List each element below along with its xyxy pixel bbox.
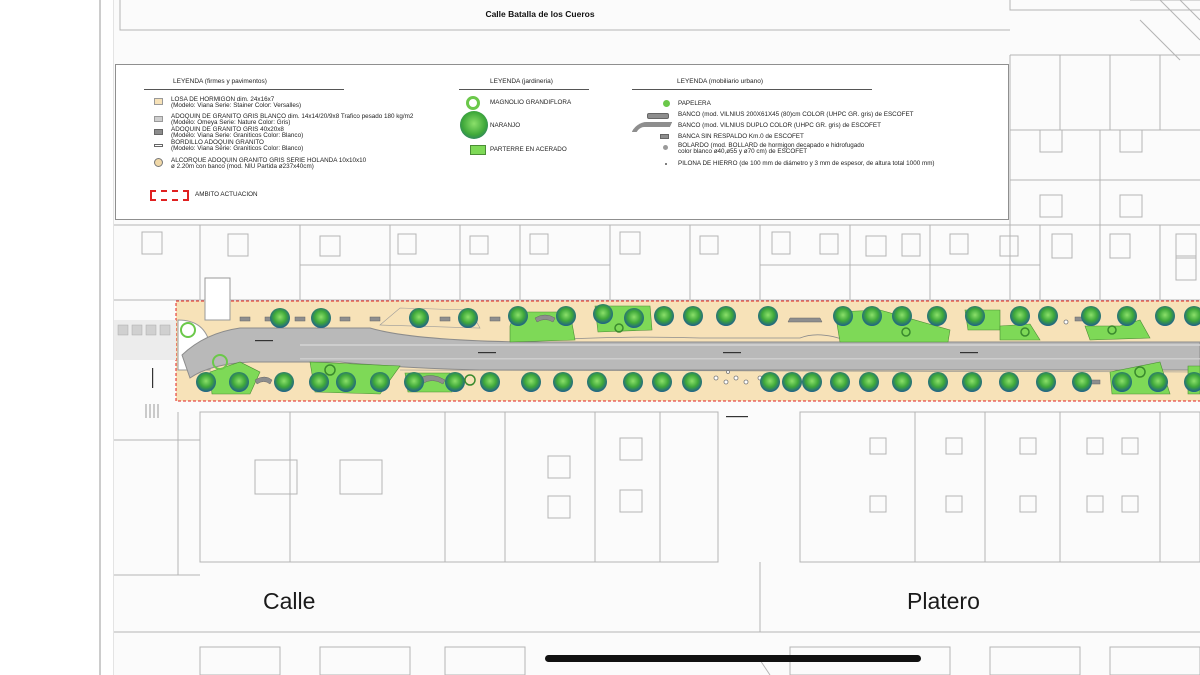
- legend-mobiliario-item-4: BANCA SIN RESPALDO Km.0 de ESCOFET: [678, 133, 804, 140]
- legend-jardineria-rule: [459, 89, 589, 90]
- legend-firmes-title: LEYENDA (firmes y pavimentos): [173, 78, 267, 85]
- legend-mobiliario-rule: [632, 89, 872, 90]
- legend-mobiliario-item-2: BANCO (mod. VILNIUS 200X61X45 (80)cm COL…: [678, 111, 914, 118]
- swatch-adoquin-gris: [154, 129, 163, 135]
- swatch-losa-hormigon: [154, 98, 163, 105]
- naranjo-icon: [460, 111, 488, 139]
- swatch-parterre: [470, 145, 486, 155]
- magnolio-icon: [466, 96, 480, 110]
- lower-buildings: [114, 411, 1200, 675]
- banca-km0-icon: [660, 134, 669, 139]
- legend-firmes-rule: [144, 89, 344, 90]
- swatch-ambito-actuacion: [150, 190, 189, 201]
- legend-mobiliario-item-1: PAPELERA: [678, 100, 711, 107]
- legend-jardineria-item-3: PARTERRE EN ACERADO: [490, 146, 567, 153]
- legend-panel: LEYENDA (firmes y pavimentos) LOSA DE HO…: [115, 64, 1009, 220]
- legend-firmes-item-4-line1: BORDILLO ADOQUIN GRANITO: [171, 139, 264, 146]
- papelera-icon: [663, 100, 670, 107]
- legend-jardineria-item-2: NARANJO: [490, 122, 521, 129]
- legend-firmes-item-2-line1: ADOQUIN DE GRANITO GRIS BLANCO dim. 14x1…: [171, 113, 414, 120]
- road: [181, 327, 1200, 379]
- legend-ambito-label: AMBITO ACTUACION: [195, 191, 258, 198]
- legend-mobiliario-item-5-line1: BOLARDO (mod. BOLLARD de hormigon decapa…: [678, 142, 865, 149]
- legend-firmes-item-2-line2: (Modelo: Omeya Serie: Nature Color: Gris…: [171, 119, 291, 126]
- legend-mobiliario-title: LEYENDA (mobiliario urbano): [677, 78, 763, 85]
- top-street-name: Calle Batalla de los Cueros: [485, 9, 595, 19]
- banco-vilnius-icon: [647, 113, 669, 119]
- legend-jardineria-title: LEYENDA (jardineria): [490, 78, 553, 85]
- legend-firmes-item-3-line1: ADOQUIN DE GRANITO GRIS 40x20x8: [171, 126, 284, 133]
- pilona-icon: [665, 163, 667, 165]
- legend-firmes-item-1-line2: (Modelo: Viana Serie: Stainer Color: Ver…: [171, 102, 302, 109]
- legend-mobiliario-item-6: PILONA DE HIERRO (de 100 mm de diámetro …: [678, 160, 935, 167]
- legend-firmes-item-4-line2: (Modelo: Viana Serie: Graniticos Color: …: [171, 145, 304, 152]
- swatch-adoquin-gris-blanco: [154, 116, 163, 122]
- legend-mobiliario-item-3: BANCO (mod. VILNIUS DUPLO COLOR (UHPC GR…: [678, 122, 881, 129]
- legend-jardineria-item-1: MAGNOLIO GRANDIFLORA: [490, 99, 572, 106]
- bolardo-icon: [663, 145, 668, 150]
- legend-firmes-item-3-line2: (Modelo: Viana Serie: Graniticos Color: …: [171, 132, 304, 139]
- legend-firmes-item-5-line1: ALCORQUE ADOQUIN GRANITO GRIS SERIE HOLA…: [171, 157, 367, 164]
- benches: [239, 314, 1101, 385]
- street-label-calle: Calle: [263, 588, 316, 614]
- alcorque-icon: [154, 158, 163, 167]
- legend-firmes-item-1-line1: LOSA DE HORMIGON dim. 24x16x7: [171, 96, 275, 103]
- trees-bottom-row: [196, 364, 1200, 392]
- swatch-bordillo: [154, 144, 163, 147]
- legend-firmes-item-5-line2: ø 2.20m con banco (mod. NIU Partida ø237…: [171, 163, 314, 170]
- street-label-platero: Platero: [907, 588, 980, 614]
- home-indicator-bar[interactable]: [545, 655, 921, 662]
- banco-duplo-icon: [631, 122, 673, 132]
- legend-mobiliario-item-5-line2: color blanco ø40,ø55 y ø70 cm) de ESCOFE…: [678, 148, 808, 155]
- upper-buildings: [114, 0, 1200, 301]
- trees-top-row: [180, 304, 1200, 370]
